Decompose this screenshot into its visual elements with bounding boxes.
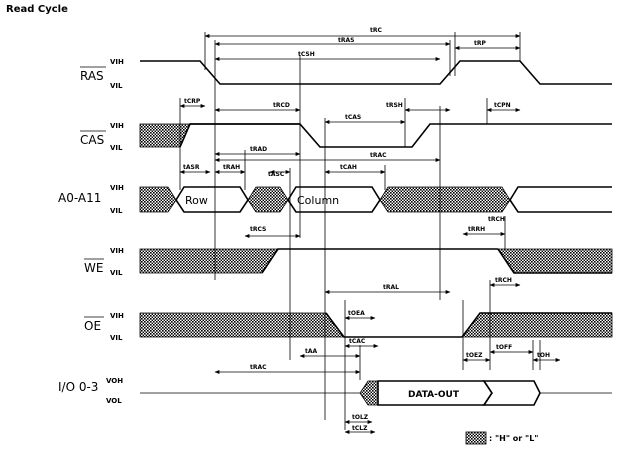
we-dont-care-1 [139,248,279,274]
cas-waveform [179,123,612,148]
addr-vih-label: VIH [110,184,124,192]
toea-label: tOEA [348,310,365,317]
trcd-label: tRCD [273,102,290,109]
toff-label: tOFF [496,344,512,351]
ras-vil-label: VIL [110,82,123,90]
trah-label: tRAH [223,164,240,171]
addr-column-label: Column [297,194,339,207]
cas-vih-label: VIH [110,122,124,130]
io-hold-box [482,380,541,406]
trac-io-label: tRAC [250,364,267,371]
signal-oe: OE [84,319,101,333]
oe-waveform [325,312,462,338]
io-vol-label: VOL [106,397,122,405]
legend-hatch-swatch [465,431,487,445]
tcah-label: tCAH [340,164,357,171]
tolz-label: tOLZ [352,414,369,421]
reference-lines [179,32,541,430]
tcpn-label: tCPN [494,102,511,109]
legend-text: : "H" or "L" [489,434,538,443]
cas-dont-care-region [139,123,191,148]
tcsh-label: tCSH [298,51,315,58]
ras-waveform [140,60,612,85]
ras-vih-label: VIH [110,58,124,66]
tras-label: tRAS [338,37,354,44]
we-dont-care-2 [497,248,613,274]
signal-cas: CAS [80,133,104,147]
trsh-label: tRSH [386,102,403,109]
tcac-label: tCAC [349,338,366,345]
addr-row-label: Row [185,194,208,207]
addr-dont-care-1 [139,186,177,213]
signal-we: WE [84,261,103,275]
io-data-out-label: DATA-OUT [408,390,460,400]
io-voh-label: VOH [106,377,123,385]
trc-label: tRC [370,27,382,34]
trp-label: tRP [474,40,486,47]
signal-address: A0-A11 [58,191,101,205]
cas-vil-label: VIL [110,144,123,152]
tral-label: tRAL [383,284,399,291]
trcs-label: tRCS [250,226,266,233]
signal-ras: RAS [80,69,104,83]
tasr-label: tASR [183,164,200,171]
addr-tail-waveform [509,186,612,201]
we-waveform-tail [497,248,612,274]
oe-dont-care-2 [461,312,613,338]
trch-label: tRCH [495,277,512,284]
we-vih-label: VIH [110,247,124,255]
signal-io: I/O 0-3 [58,380,98,394]
diagram-title: Read Cycle [6,4,68,15]
io-transition-region [359,380,379,406]
trrh-label: tRRH [468,226,485,233]
tcrp-label: tCRP [184,98,201,105]
oe-dont-care-1 [139,312,345,338]
we-waveform [261,248,498,274]
addr-dont-care-2 [247,186,289,213]
tclz-label: tCLZ [352,425,368,432]
tasc-label: tASC [268,171,285,178]
trch-top-label: tRCH [488,216,505,223]
timing-arrows [179,34,561,434]
toez-label: tOEZ [466,352,483,359]
oe-vih-label: VIH [110,312,124,320]
we-vil-label: VIL [110,269,123,277]
oe-waveform-tail [461,312,612,338]
addr-dont-care-3 [379,186,511,213]
trad-label: tRAD [250,146,267,153]
taa-label: tAA [305,348,318,355]
addr-vil-label: VIL [110,207,123,215]
tcas-label: tCAS [345,114,361,121]
oe-vil-label: VIL [110,334,123,342]
toh-label: tOH [537,352,550,359]
addr-tail-waveform-low [509,199,612,213]
trac-label: tRAC [370,152,387,159]
